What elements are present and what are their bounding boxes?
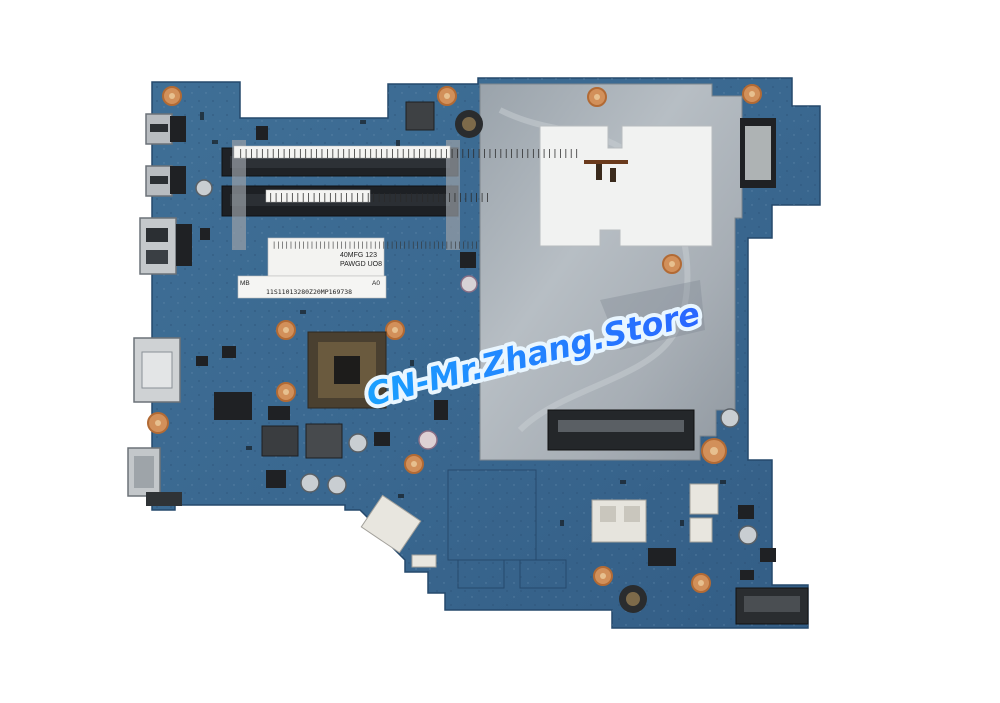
sticker-barcode: ||||||||||||||||||||||||||||||||||||||||… <box>272 241 479 249</box>
silkscreen-grid <box>447 469 567 589</box>
ram-label-mid: ||||||||||||||||||||||||||||||||||||||||… <box>268 193 490 203</box>
serial-suffix: A0 <box>372 280 380 287</box>
sata-connector <box>547 409 695 451</box>
product-sticker <box>267 237 385 277</box>
serial-number: 11S11013280Z20MP169738 <box>266 288 352 296</box>
sticker-line-1: 40MFG 123 <box>340 252 377 259</box>
ribbon-connector <box>689 483 719 515</box>
thermal-foil-shield <box>479 83 743 461</box>
inductors <box>261 101 647 613</box>
capacitors <box>195 179 758 545</box>
serial-sticker <box>237 275 387 299</box>
sticker-line-2: PAWGD UO8 <box>340 261 382 268</box>
cpu-chip <box>307 331 387 409</box>
serial-prefix: MB <box>240 280 250 287</box>
ram-label-top <box>233 145 451 159</box>
led-array <box>146 492 182 506</box>
ram-label-barcode: ||||||||||||||||||||||||||||||||||||||||… <box>238 149 579 159</box>
flex-connector <box>360 494 422 554</box>
